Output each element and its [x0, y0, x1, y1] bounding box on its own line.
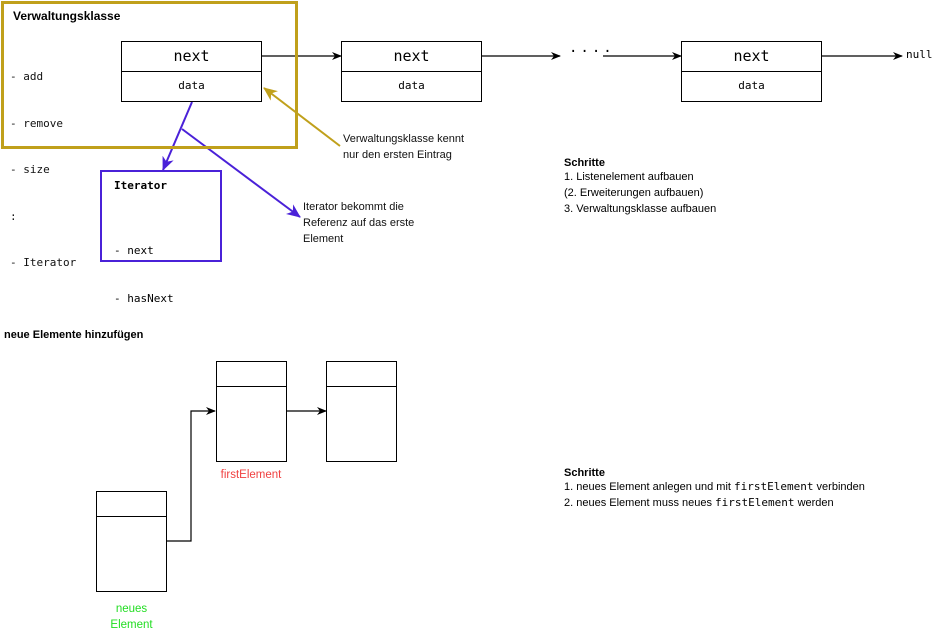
method-item: - next	[114, 244, 154, 257]
node-data-field: data	[738, 79, 765, 92]
manager-note: Verwaltungsklasse kennt nur den ersten E…	[343, 131, 464, 163]
steps-title: Schritte	[564, 467, 605, 479]
note-line: Element	[303, 233, 344, 245]
method-item: - remove	[10, 116, 63, 130]
method-item: - size	[10, 163, 50, 176]
method-item: - Iterator	[10, 256, 77, 269]
arrow-to-iterator	[162, 101, 193, 171]
steps-top: Schritte 1. Listenelement aufbauen (2. E…	[564, 157, 716, 217]
steps-title: Schritte	[564, 157, 605, 169]
node-next-field: next	[342, 42, 481, 72]
null-label: null	[906, 48, 933, 61]
method-item: - add	[10, 70, 44, 83]
list-node: next data	[341, 41, 482, 102]
step-text: 2. neues Element muss neues	[564, 497, 716, 509]
section-title: neue Elemente hinzufügen	[4, 329, 144, 341]
node-next-field: next	[122, 42, 261, 72]
steps-list: 1. neues Element anlegen und mit firstEl…	[564, 479, 865, 511]
second-element-node	[326, 361, 397, 462]
step-text: 1. neues Element anlegen und mit	[564, 481, 735, 493]
note-line: nur den ersten Eintrag	[343, 149, 452, 161]
new-element-label: neues Element	[96, 601, 167, 633]
note-line: Iterator bekommt die	[303, 201, 404, 213]
manager-class-box	[1, 1, 298, 149]
new-element-node	[96, 491, 167, 592]
step-text: verbinden	[813, 481, 865, 493]
manager-class-methods: - add - remove - size : - Iterator	[10, 38, 76, 286]
manager-class-title: Verwaltungsklasse	[13, 9, 121, 23]
steps-bottom: Schritte 1. neues Element anlegen und mi…	[564, 467, 865, 511]
node-header	[327, 362, 396, 387]
method-item: - hasNext	[114, 292, 174, 305]
step-item: 1. neues Element anlegen und mit firstEl…	[564, 479, 865, 495]
node-header	[217, 362, 286, 387]
step-code: firstElement	[734, 480, 814, 493]
ellipsis: ····	[569, 44, 615, 60]
iterator-note: Iterator bekommt die Referenz auf das er…	[303, 199, 414, 247]
iterator-box	[100, 170, 222, 262]
note-line: Verwaltungsklasse kennt	[343, 133, 465, 145]
list-node: next data	[121, 41, 262, 102]
arrow-iterator-note	[181, 128, 301, 218]
node-header	[97, 492, 166, 517]
step-item: 3. Verwaltungsklasse aufbauen	[564, 203, 717, 215]
list-node: next data	[681, 41, 822, 102]
iterator-title: Iterator	[114, 179, 167, 192]
step-text: werden	[794, 497, 834, 509]
step-item: 1. Listenelement aufbauen	[564, 171, 694, 183]
step-item: (2. Erweiterungen aufbauen)	[564, 187, 704, 199]
method-item: :	[10, 209, 17, 223]
iterator-methods: - next - hasNext	[114, 211, 174, 323]
steps-list: 1. Listenelement aufbauen (2. Erweiterun…	[564, 169, 716, 217]
note-line: Referenz auf das erste	[303, 217, 415, 229]
arrow-new-to-first	[166, 407, 216, 542]
step-code: firstElement	[715, 496, 795, 509]
first-element-node	[216, 361, 287, 462]
arrow-manager-note	[263, 87, 341, 147]
label-line: Element	[110, 619, 153, 631]
step-item: 2. neues Element muss neues firstElement…	[564, 495, 865, 511]
node-data-field: data	[398, 79, 425, 92]
first-element-label: firstElement	[220, 469, 282, 481]
node-next-field: next	[682, 42, 821, 72]
label-line: neues	[115, 603, 148, 615]
node-data-field: data	[178, 79, 205, 92]
